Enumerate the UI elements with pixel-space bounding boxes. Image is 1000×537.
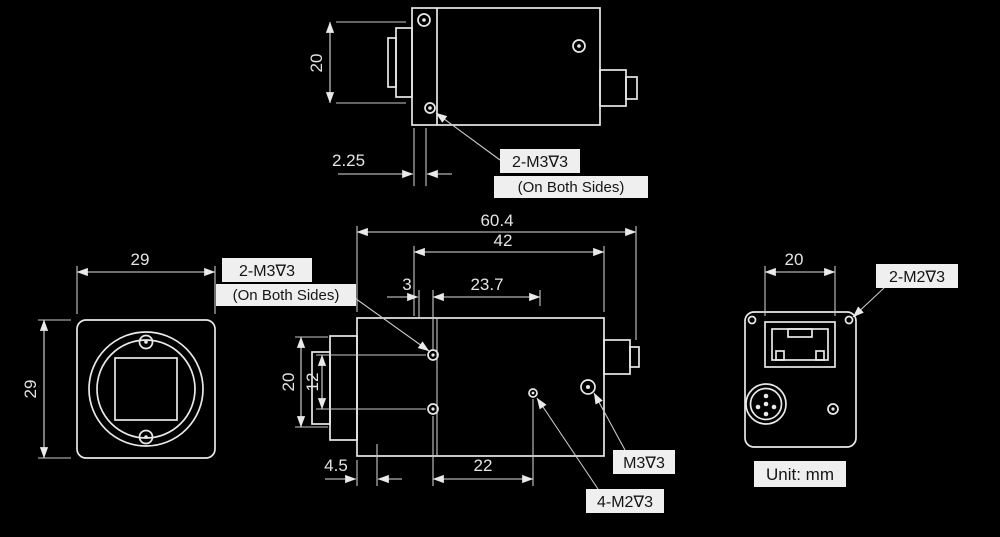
side-view-body bbox=[311, 317, 640, 457]
top-callout-line1: 2-M3∇3 bbox=[512, 154, 568, 171]
dim-bottom-span-text: 22 bbox=[474, 456, 493, 475]
dim-hole-span: 23.7 bbox=[432, 275, 541, 306]
rear-callout-screws-text: 2-M2∇3 bbox=[889, 269, 945, 286]
top-callout-line2: (On Both Sides) bbox=[518, 179, 625, 196]
side-callout-mount-text: 4-M2∇3 bbox=[597, 494, 653, 511]
dim-bottom-span: 22 bbox=[432, 399, 534, 486]
dim-front-offset-text: 3 bbox=[402, 275, 411, 294]
dim-overall-length: 60.4 bbox=[356, 211, 637, 340]
dim-flange-offset: 2.25 bbox=[332, 128, 452, 186]
front-view-body bbox=[76, 319, 216, 459]
dim-bottom-offset: 4.5 bbox=[324, 444, 402, 486]
rear-screw-holes bbox=[747, 315, 854, 415]
leader-line bbox=[536, 397, 599, 490]
side-callout-mount: 4-M2∇3 bbox=[536, 397, 664, 513]
leader-line bbox=[351, 295, 430, 352]
dim-flange-offset-text: 2.25 bbox=[332, 151, 365, 170]
dim-bottom-offset-text: 4.5 bbox=[324, 456, 348, 475]
unit-label: Unit: mm bbox=[754, 461, 846, 487]
dim-overall-length-text: 60.4 bbox=[480, 211, 513, 230]
top-view-body bbox=[387, 7, 638, 126]
side-view-screw-holes bbox=[427, 349, 596, 415]
dim-rear-width: 20 bbox=[764, 250, 836, 316]
dim-front-width-text: 29 bbox=[131, 250, 150, 269]
dim-front-width: 29 bbox=[76, 250, 216, 314]
rear-view: 20 2-M2∇3 Unit: mm bbox=[744, 250, 958, 487]
side-callout-line1: 2-M3∇3 bbox=[239, 263, 295, 280]
side-connector bbox=[603, 339, 631, 375]
dim-side-height-12-text: 12 bbox=[303, 373, 322, 392]
lens-mount-inner-circle bbox=[96, 339, 196, 439]
power-connector bbox=[745, 383, 787, 425]
top-view: 20 2.25 2-M3∇3 (On Both Sides) bbox=[307, 7, 648, 198]
dim-front-height-text: 29 bbox=[21, 380, 40, 399]
dim-hole-span-text: 23.7 bbox=[470, 275, 503, 294]
dim-body-length: 42 bbox=[413, 231, 605, 316]
lens-mount-outer-circle bbox=[88, 331, 204, 447]
front-view: 29 29 bbox=[21, 250, 216, 459]
dim-front-height: 29 bbox=[21, 319, 71, 459]
side-callout-side-holes: 2-M3∇3 (On Both Sides) bbox=[216, 258, 430, 352]
dim-side-height-20: 20 bbox=[279, 336, 328, 428]
top-callout-side-holes: 2-M3∇3 (On Both Sides) bbox=[435, 112, 648, 198]
sensor-aperture bbox=[114, 357, 178, 421]
side-callout-tripod: M3∇3 bbox=[593, 392, 675, 474]
tripod-hole bbox=[580, 379, 596, 395]
dim-top-height-text: 20 bbox=[307, 54, 326, 73]
unit-label-text: Unit: mm bbox=[766, 465, 834, 484]
leader-line bbox=[435, 112, 501, 161]
side-callout-line2: (On Both Sides) bbox=[233, 287, 340, 304]
lens-barrel-rear bbox=[329, 335, 358, 441]
dim-top-height: 20 bbox=[307, 21, 406, 104]
top-view-screw-holes bbox=[417, 13, 586, 114]
dim-rear-width-text: 20 bbox=[785, 250, 804, 269]
ethernet-port bbox=[764, 321, 836, 368]
dim-body-length-text: 42 bbox=[494, 231, 513, 250]
lens-barrel-front bbox=[311, 351, 331, 425]
dim-side-height-20-text: 20 bbox=[279, 373, 298, 392]
side-callout-tripod-text: M3∇3 bbox=[623, 455, 665, 472]
side-view: 60.4 42 3 23.7 20 12 bbox=[216, 211, 675, 513]
leader-line bbox=[852, 287, 885, 318]
dim-side-height-12: 12 bbox=[303, 354, 426, 410]
front-view-screw-holes bbox=[138, 334, 154, 445]
rear-callout-screws: 2-M2∇3 bbox=[852, 264, 958, 318]
rear-view-body bbox=[744, 311, 857, 448]
leader-line bbox=[593, 392, 626, 451]
